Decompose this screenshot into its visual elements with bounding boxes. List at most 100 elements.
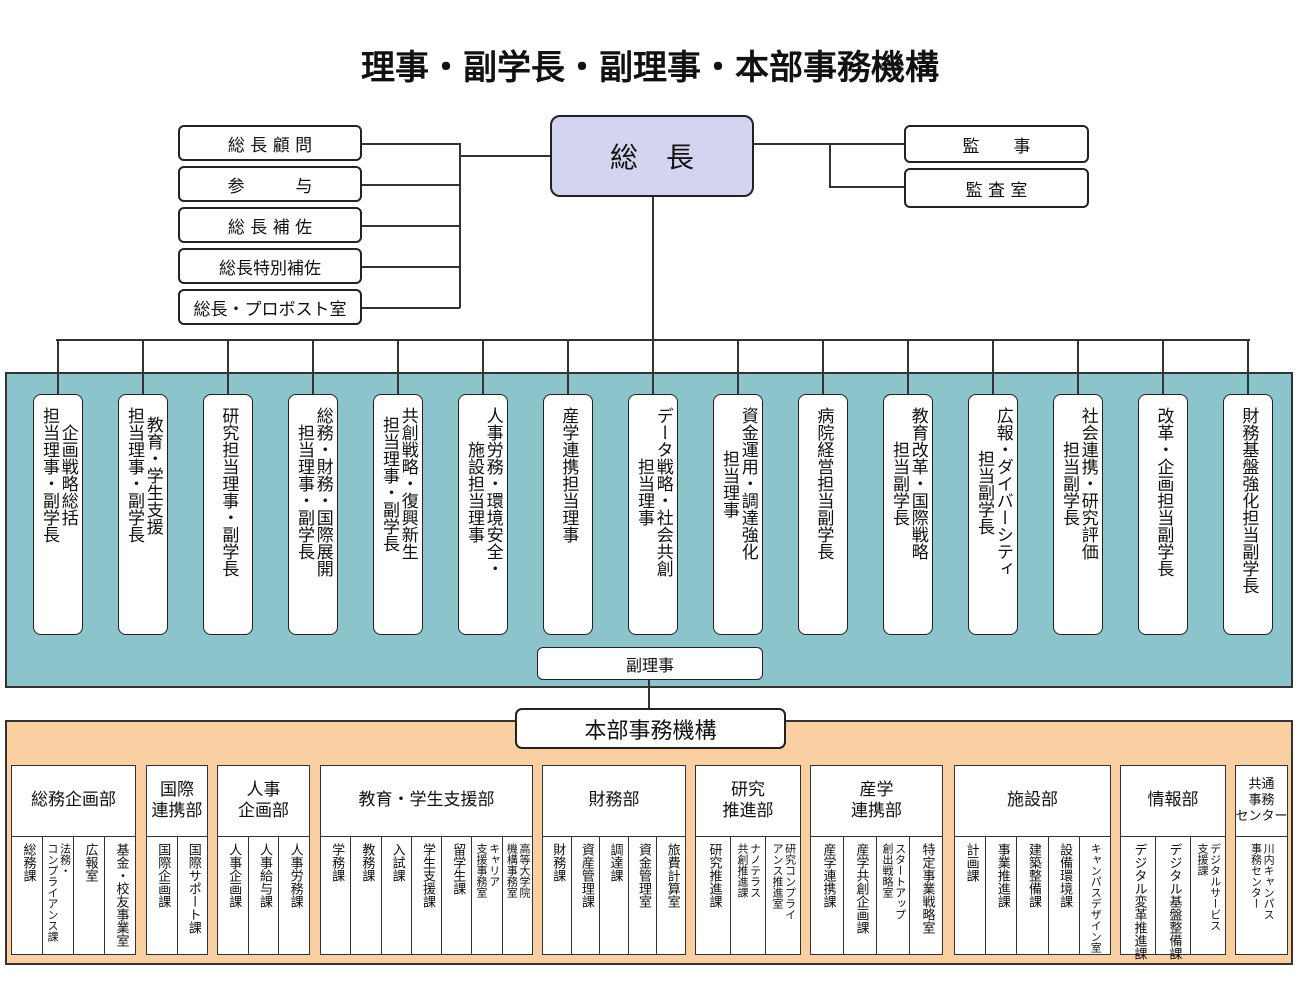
president-box: 総 長 [550,115,754,197]
advisor-box: 総長・プロボスト室 [178,289,362,325]
connector-line [567,339,569,396]
unit-label: 資産管理課 [578,843,594,908]
unit-label: 財務課 [550,843,566,882]
department-units: 財務課資産管理課調達課資金管理室旅費計算室 [543,836,685,954]
audit-office-label: 監 査 室 [965,180,1028,201]
department-units: 研究推進課ナノテラス 共創推進課研究コンプライ アンス推進室 [696,836,800,954]
unit-cell: スタートアップ 創出戦略室 [876,837,909,954]
unit-label: 事業推進課 [994,843,1010,908]
unit-label: 産学共創企画課 [853,843,869,934]
unit-cell: 建築整備課 [1016,837,1047,954]
executive-box: 広報・ダイバーシティ 担当副学長 [968,394,1018,635]
advisor-box: 総 長 顧 問 [178,125,362,161]
executive-box: 研究担当理事・副学長 [203,394,253,635]
advisor-label: 総 長 補 佐 [227,217,313,238]
executive-label: 研究担当理事・副学長 [218,407,239,577]
connector-line [312,339,314,396]
executive-label: 改革・企画担当副学長 [1153,407,1174,577]
unit-cell: デジタル変革推進課 [1121,837,1155,960]
department-units: デジタル変革推進課デジタル基盤整備課デジタルサービス 支援課 [1121,836,1225,960]
connector-line [227,339,229,396]
unit-cell: 研究コンプライ アンス推進室 [765,837,800,954]
unit-cell: 資産管理課 [570,837,600,954]
connector-line [360,143,460,145]
unit-label: 国際サポート課 [185,843,201,934]
advisor-label: 総長・プロボスト室 [193,299,347,320]
vice-director-label: 副理事 [625,655,674,675]
executive-box: 教育・学生支援 担当理事・副学長 [118,394,168,635]
unit-cell: キャンパスデザイン室 [1078,837,1110,954]
department-name: 国際 連携部 [151,779,203,821]
executive-label: 共創戦略・復興新生 担当理事・副学長 [379,407,418,560]
department-units: 学務課教務課入試課学生支援課留学生課キャリア 支援事務室高等大学院 機構事務室 [321,836,532,954]
unit-label: 総務課 [20,843,36,882]
connector-line [397,339,399,396]
connector-line [829,143,905,145]
connector-line [1247,339,1249,396]
unit-cell: 国際企画課 [147,837,177,954]
unit-label: 資金管理室 [636,843,652,908]
hq-box: 本部事務機構 [515,708,786,749]
unit-label: 学生支援課 [419,843,435,908]
unit-cell: 入試課 [380,837,411,954]
department-name: 人事 企画部 [238,779,289,821]
connector-line [142,339,144,396]
executive-box: 共創戦略・復興新生 担当理事・副学長 [373,394,423,635]
executive-box: 社会連携・研究評価 担当副学長 [1053,394,1103,635]
connector-line [360,225,460,227]
department-box: 研究 推進部研究推進課ナノテラス 共創推進課研究コンプライ アンス推進室 [695,765,801,955]
department-name: 共通 事務 センター [1235,776,1288,825]
department-box: 共通 事務 センター川内キャンパス 事務センター [1235,765,1288,955]
executive-box: 病院経営担当副学長 [798,394,848,635]
unit-label: 産学連携課 [820,843,836,908]
executive-box: 企画戦略総括 担当理事・副学長 [33,394,83,635]
advisor-label: 総長特別補佐 [219,258,321,279]
connector-line [652,339,654,396]
executive-box: 教育改革・国際戦略 担当副学長 [883,394,933,635]
executive-label: 人事労務・環境安全・ 施設担当理事 [464,407,503,577]
executive-box: データ戦略・社会共創 担当理事 [628,394,678,635]
connector-line [360,184,460,186]
department-box: 施設部計画課事業推進課建築整備課設備環境課キャンパスデザイン室 [954,765,1111,955]
unit-label: 人事給与課 [256,843,272,908]
unit-label: 国際企画課 [155,843,171,908]
department-name: 情報部 [1147,790,1199,811]
connector-line [737,339,739,396]
executive-label: 資金運用・調達強化 担当理事 [719,407,758,560]
unit-label: スタートアップ 創出戦略室 [881,843,907,920]
unit-label: 高等大学院 機構事務室 [505,843,531,898]
executive-box: 産学連携担当理事 [543,394,593,635]
unit-label: キャリア 支援事務室 [475,843,501,898]
executive-label: 教育・学生支援 担当理事・副学長 [124,407,163,543]
audit-office-box: 監 査 室 [904,168,1089,208]
department-name: 研究 推進部 [722,779,774,821]
connector-line [907,339,909,396]
unit-label: 設備環境課 [1057,843,1073,908]
connector-line [753,143,831,145]
executive-box: 資金運用・調達強化 担当理事 [713,394,763,635]
unit-cell: 旅費計算室 [656,837,685,954]
unit-label: 教務課 [359,843,375,882]
advisor-box: 総 長 補 佐 [178,207,362,243]
auditor-box: 監 事 [904,125,1089,163]
unit-cell: 学生支援課 [410,837,441,954]
unit-cell: 資金管理室 [627,837,657,954]
executive-label: 社会連携・研究評価 担当副学長 [1059,407,1098,560]
department-units: 国際企画課国際サポート課 [147,836,207,954]
unit-cell: 基金・校友事業室 [104,837,135,954]
executive-label: 産学連携担当理事 [558,407,579,543]
advisor-label: 総 長 顧 問 [227,135,313,156]
unit-cell: 総務課 [12,837,42,954]
unit-label: 入試課 [389,843,405,882]
department-name: 総務企画部 [31,790,116,811]
unit-cell: 財務課 [543,837,571,954]
unit-cell: 人事労務課 [278,837,309,954]
executive-label: 教育改革・国際戦略 担当副学長 [889,407,928,560]
department-box: 総務企画部総務課法務・ コンプライアンス課広報室基金・校友事業室 [11,765,136,955]
president-label: 総 長 [609,141,694,174]
unit-label: 特定事業戦略室 [919,843,935,934]
hq-label: 本部事務機構 [584,718,717,744]
unit-label: 川内キャンパス 事務センター [1249,843,1276,920]
executive-label: 総務・財務・国際展開 担当理事・副学長 [294,407,333,577]
unit-cell: 川内キャンパス 事務センター [1236,837,1287,954]
